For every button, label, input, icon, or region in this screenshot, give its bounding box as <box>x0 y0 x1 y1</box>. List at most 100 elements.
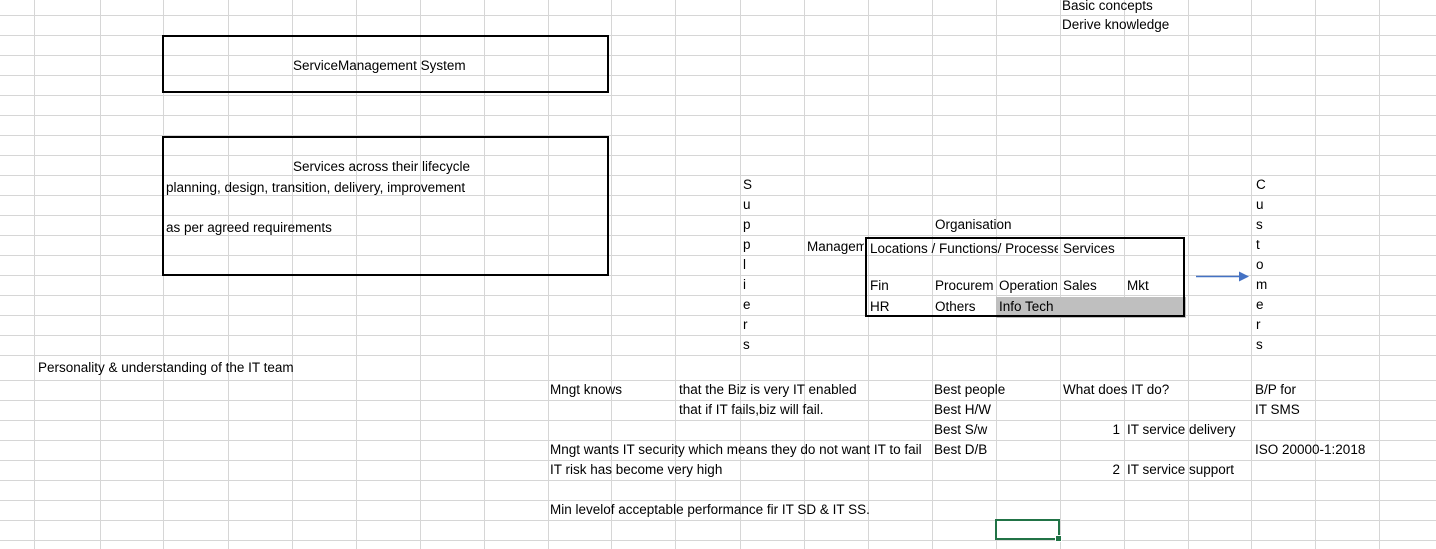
cell-best-people[interactable]: Best people <box>934 382 1006 397</box>
right-arrow-icon <box>1196 271 1249 282</box>
suppliers-letter-4[interactable]: l <box>743 257 746 272</box>
gridline <box>0 315 1436 316</box>
service-management-system-box[interactable] <box>162 35 609 93</box>
gridline <box>0 540 1436 541</box>
cell-best-db[interactable]: Best D/B <box>934 442 988 457</box>
gridline <box>1188 0 1189 549</box>
gridline <box>0 195 1436 196</box>
gridline <box>1315 0 1316 549</box>
cell-personality[interactable]: Personality & understanding of the IT te… <box>38 360 294 375</box>
cell-what-does-it-do[interactable]: What does IT do? <box>1063 382 1170 397</box>
gridline <box>0 175 1436 176</box>
customers-letter-1[interactable]: u <box>1256 197 1264 212</box>
fill-handle[interactable] <box>1055 535 1062 542</box>
cell-info-tech[interactable]: Info Tech <box>999 299 1054 314</box>
gridline <box>0 520 1436 521</box>
customers-letter-0[interactable]: C <box>1256 177 1266 192</box>
right-arrow-connector[interactable] <box>1196 270 1250 283</box>
gridline <box>0 35 1436 36</box>
cell-knows-line1[interactable]: that the Biz is very IT enabled <box>679 382 857 397</box>
gridline <box>611 0 612 549</box>
customers-letter-7[interactable]: r <box>1256 317 1261 332</box>
cell-it-risk[interactable]: IT risk has become very high <box>550 462 723 477</box>
cell-iso-standard[interactable]: ISO 20000-1:2018 <box>1255 442 1366 457</box>
selected-cell[interactable] <box>995 519 1062 542</box>
cell-services-header[interactable]: Services <box>1063 241 1115 256</box>
cell-service1-number[interactable]: 1 <box>1112 422 1120 437</box>
suppliers-letter-1[interactable]: u <box>743 197 751 212</box>
gridline <box>0 55 1436 56</box>
cell-sms-title[interactable]: ServiceManagement System <box>293 58 466 73</box>
cell-lifecycle-requirement[interactable]: as per agreed requirements <box>166 220 332 235</box>
gridline <box>0 480 1436 481</box>
customers-letter-3[interactable]: t <box>1256 237 1260 252</box>
customers-letter-2[interactable]: s <box>1256 217 1263 232</box>
cell-locations-header[interactable]: Locations / Functions/ Processe <box>870 241 1058 256</box>
gridline <box>0 400 1436 401</box>
gridline <box>932 0 933 549</box>
organisation-box[interactable] <box>865 237 1185 317</box>
gridline <box>0 420 1436 421</box>
cell-mngt-knows[interactable]: Mngt knows <box>550 382 623 397</box>
gridline <box>675 0 676 549</box>
gridline <box>1251 0 1252 549</box>
info-tech-highlight-fill <box>996 297 1186 318</box>
gridline <box>0 15 1436 16</box>
gridline <box>0 235 1436 236</box>
cell-best-sw[interactable]: Best S/w <box>934 422 988 437</box>
gridline <box>804 0 805 549</box>
cell-service2-number[interactable]: 2 <box>1112 462 1120 477</box>
gridline <box>1124 0 1125 549</box>
customers-letter-8[interactable]: s <box>1256 337 1263 352</box>
gridline <box>0 500 1436 501</box>
cell-lifecycle-detail[interactable]: planning, design, transition, delivery, … <box>166 180 466 195</box>
cell-mkt[interactable]: Mkt <box>1127 278 1149 293</box>
suppliers-letter-8[interactable]: s <box>743 337 750 352</box>
cell-organisation-header[interactable]: Organisation <box>935 217 1012 232</box>
cell-operations[interactable]: Operation <box>999 278 1057 293</box>
cell-min-level[interactable]: Min levelof acceptable performance fir I… <box>550 502 870 517</box>
gridline <box>0 215 1436 216</box>
gridline <box>740 0 741 549</box>
gridline <box>868 0 869 549</box>
cell-lifecycle-title[interactable]: Services across their lifecycle <box>293 159 471 174</box>
gridline <box>100 0 101 549</box>
customers-letter-4[interactable]: o <box>1256 257 1264 272</box>
customers-letter-5[interactable]: m <box>1256 277 1268 292</box>
suppliers-letter-3[interactable]: p <box>743 237 751 252</box>
cell-basic-concepts[interactable]: Basic concepts <box>1062 0 1153 13</box>
cell-fin[interactable]: Fin <box>870 278 889 293</box>
cell-it-service-delivery[interactable]: IT service delivery <box>1127 422 1236 437</box>
cell-hr[interactable]: HR <box>870 299 890 314</box>
gridline <box>0 275 1436 276</box>
gridline <box>1379 0 1380 549</box>
suppliers-letter-0[interactable]: S <box>743 177 753 192</box>
cell-mngt-wants[interactable]: Mngt wants IT security which means they … <box>550 442 922 457</box>
gridline <box>0 75 1436 76</box>
cell-it-sms[interactable]: IT SMS <box>1255 402 1300 417</box>
gridline <box>0 460 1436 461</box>
gridline <box>996 0 997 549</box>
cell-best-hw[interactable]: Best H/W <box>934 402 992 417</box>
cell-knows-line2[interactable]: that if IT fails,biz will fail. <box>679 402 824 417</box>
cell-it-service-support[interactable]: IT service support <box>1127 462 1235 477</box>
suppliers-letter-7[interactable]: r <box>743 317 748 332</box>
suppliers-letter-6[interactable]: e <box>743 297 751 312</box>
gridline <box>0 335 1436 336</box>
cell-procurement[interactable]: Procurem <box>935 278 993 293</box>
cell-bp-for[interactable]: B/P for <box>1255 382 1297 397</box>
lifecycle-box[interactable] <box>162 136 609 276</box>
gridline <box>0 355 1436 356</box>
gridline <box>0 440 1436 441</box>
gridline <box>0 255 1436 256</box>
cell-management-label[interactable]: Managem <box>807 239 864 254</box>
suppliers-letter-5[interactable]: i <box>743 277 746 292</box>
gridline <box>1060 0 1061 549</box>
cell-sales[interactable]: Sales <box>1063 278 1097 293</box>
customers-letter-6[interactable]: e <box>1256 297 1264 312</box>
gridline <box>0 135 1436 136</box>
cell-derive-knowledge[interactable]: Derive knowledge <box>1062 17 1170 32</box>
suppliers-letter-2[interactable]: p <box>743 217 751 232</box>
cell-others[interactable]: Others <box>935 299 976 314</box>
